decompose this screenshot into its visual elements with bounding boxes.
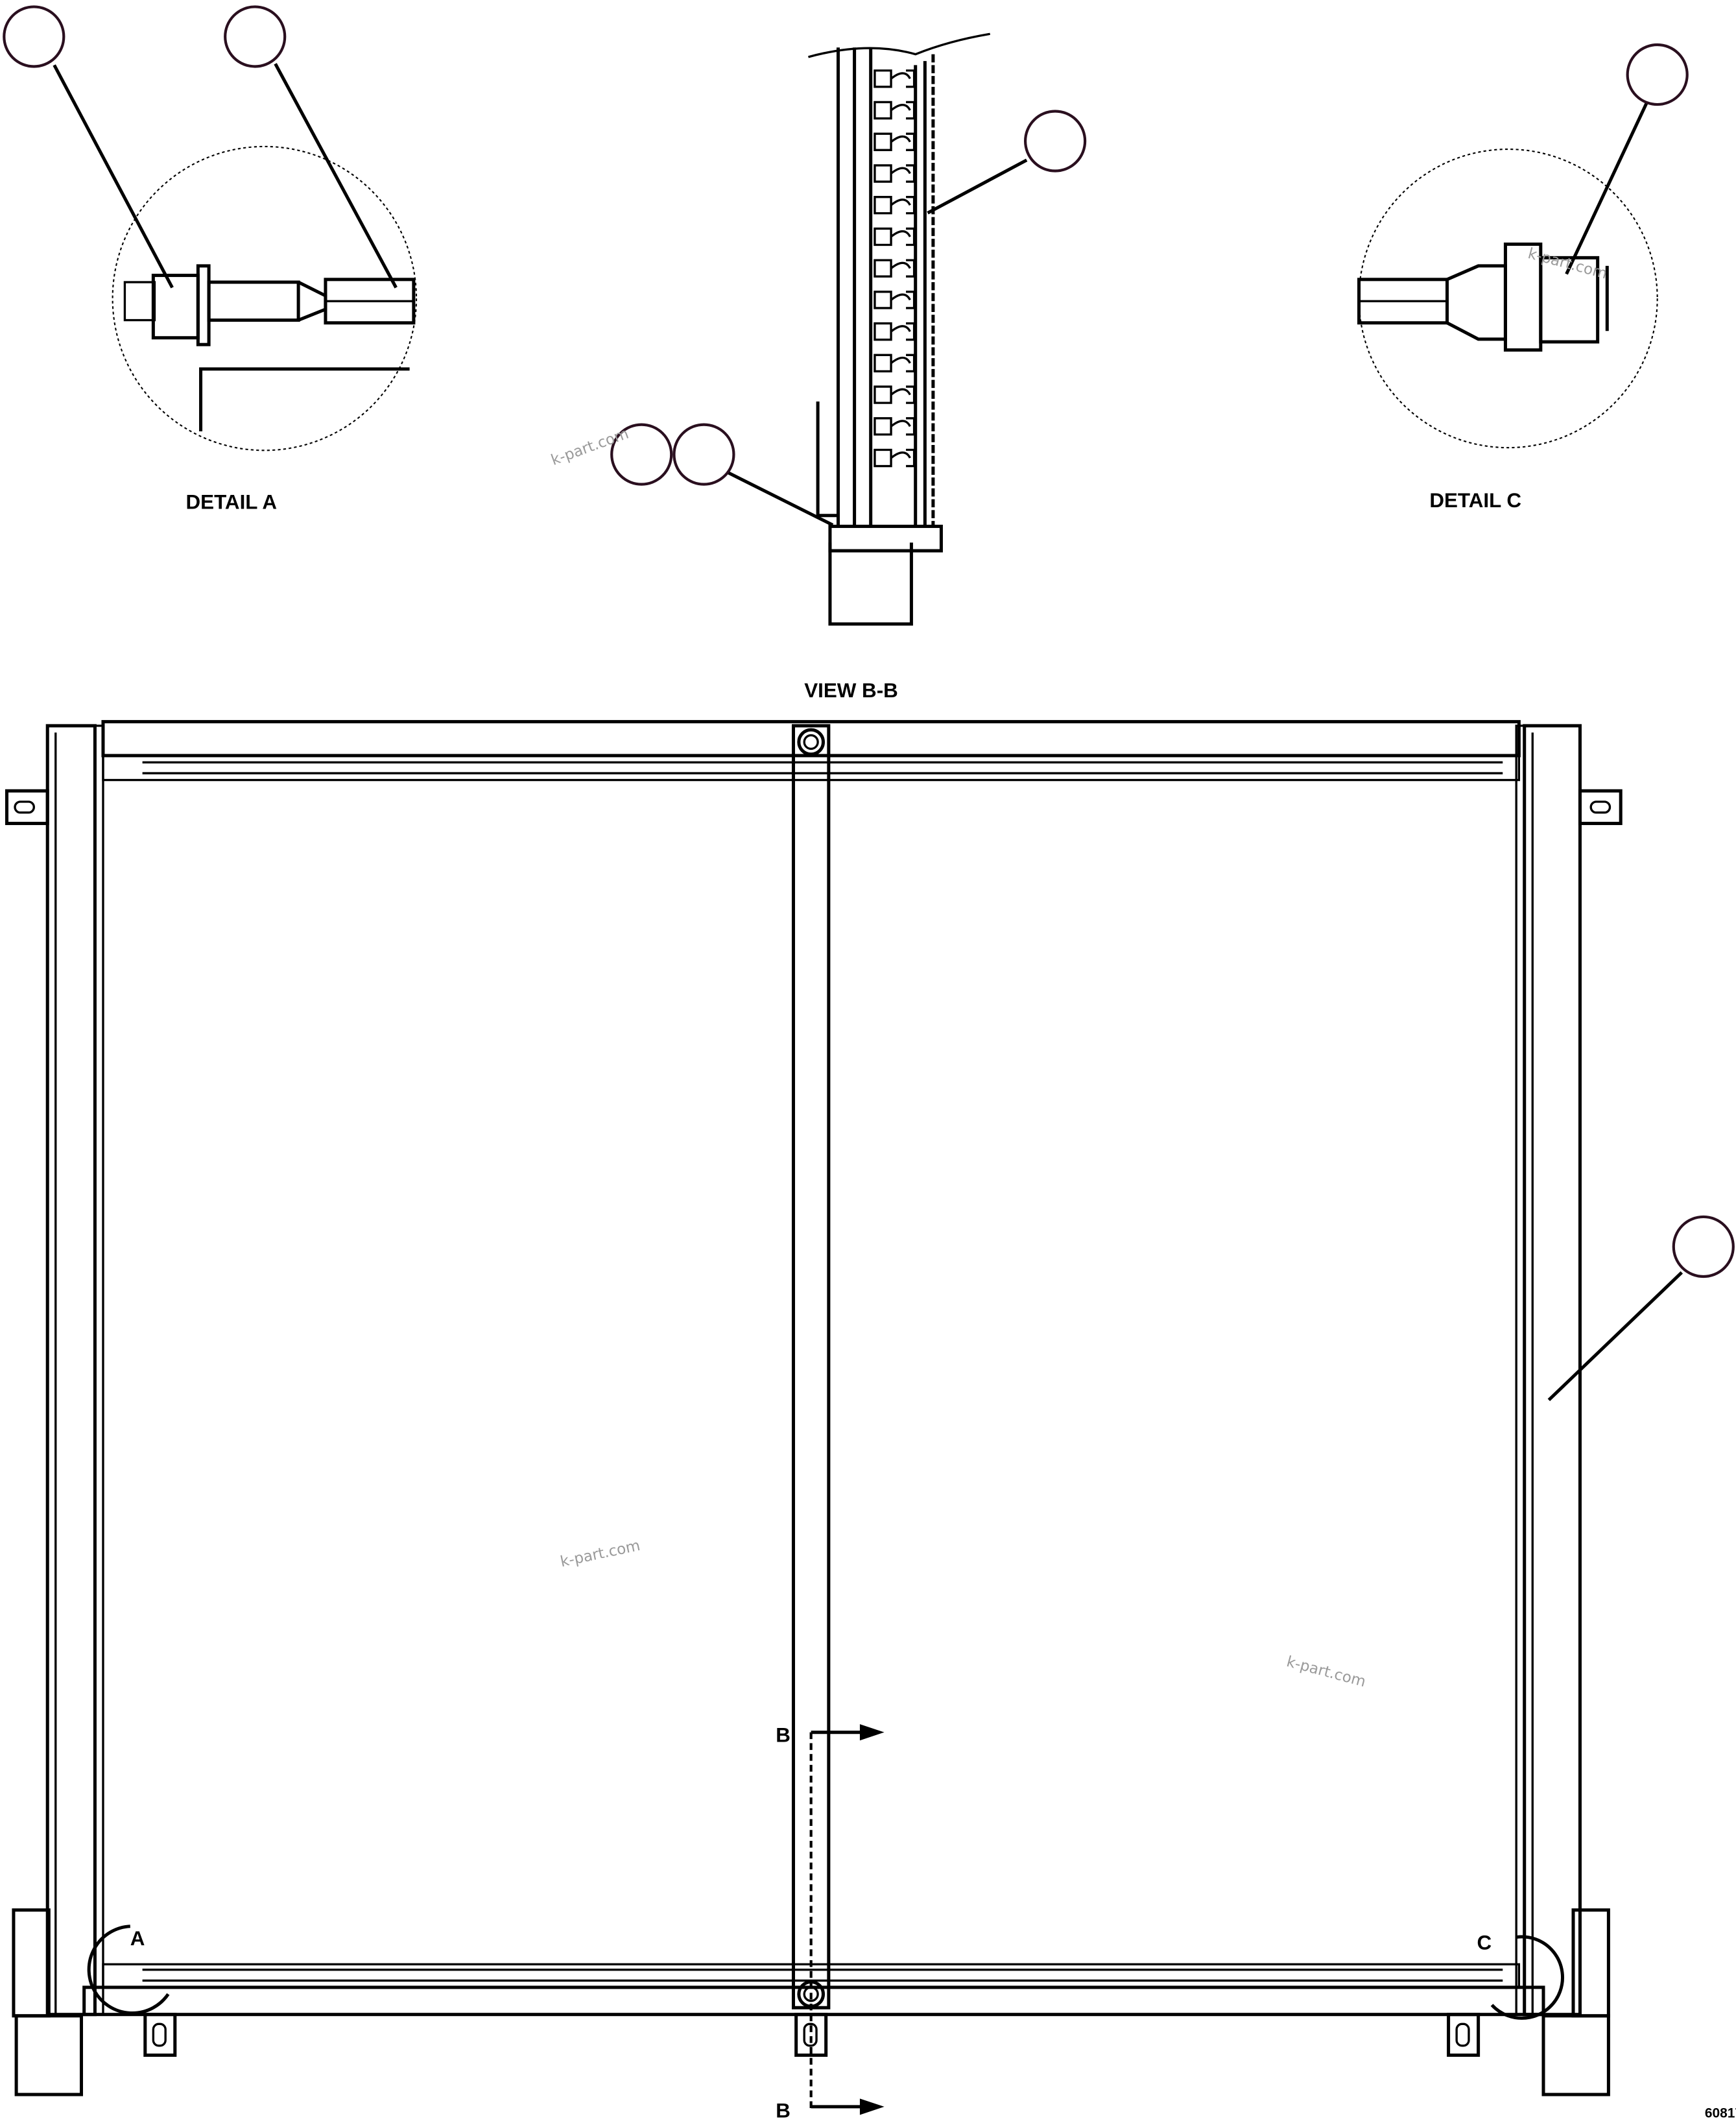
callout-bubble	[3, 5, 65, 68]
core-fin	[874, 417, 916, 436]
detail-c-marker-label: C	[1477, 1931, 1492, 1954]
detail-a-marker-label: A	[130, 1927, 145, 1950]
detail-a-boundary	[112, 145, 418, 451]
mounting-tab	[1578, 789, 1623, 825]
leader-line	[927, 158, 1028, 215]
watermark: k-part.com	[1526, 245, 1609, 283]
right-foot	[1541, 2014, 1610, 2096]
leader-line	[726, 470, 834, 527]
core-fin	[874, 227, 916, 246]
detail-c-boundary	[1358, 149, 1658, 449]
center-brace	[791, 724, 831, 2009]
leader-line	[1547, 1271, 1683, 1402]
callout-bubble	[672, 423, 735, 486]
radiator-frame: A C B B	[5, 720, 1683, 2122]
leader-line	[274, 63, 398, 289]
core-fin	[874, 385, 916, 404]
section-b-label-top: B	[776, 1723, 791, 1746]
core-fin	[874, 322, 916, 341]
detail-a-label: DETAIL A	[186, 490, 278, 513]
detail-a: DETAIL A	[53, 63, 418, 513]
core-fin	[874, 132, 916, 151]
section-b-label-bottom: B	[776, 2100, 791, 2122]
mounting-tab	[5, 789, 49, 825]
view-bb-label: VIEW B-B	[804, 679, 898, 702]
core-fin	[874, 291, 916, 309]
watermark: k-part.com	[1285, 1653, 1368, 1691]
core-fin	[874, 354, 916, 373]
callout-bubble	[224, 5, 287, 68]
detail-c-marker	[1490, 1935, 1564, 2020]
leader-line	[1565, 99, 1650, 275]
left-foot	[14, 2014, 84, 2096]
core-fin	[874, 164, 916, 183]
core-fin	[874, 448, 916, 468]
callout-bubble	[1626, 43, 1689, 106]
top-rail	[102, 754, 1521, 782]
callout-bubble	[610, 423, 673, 486]
view-b-b: VIEW B-B	[726, 32, 1028, 702]
leader-line	[53, 64, 174, 289]
callouts	[3, 5, 1735, 1278]
callout-bubble	[1672, 1215, 1735, 1278]
detail-a-marker	[87, 1925, 170, 2015]
bottom-tab	[1447, 2013, 1480, 2057]
core-fin	[874, 101, 916, 120]
core-fin	[874, 195, 916, 215]
callout-bubble	[1024, 110, 1087, 173]
core-fin	[874, 259, 916, 278]
watermark: k-part.com	[559, 1537, 642, 1570]
bottom-tab	[143, 2013, 177, 2057]
detail-c-label: DETAIL C	[1429, 489, 1521, 512]
figure-number: 60817	[1705, 2106, 1736, 2121]
detail-c: DETAIL C	[1357, 99, 1658, 512]
core-fin	[874, 69, 916, 88]
